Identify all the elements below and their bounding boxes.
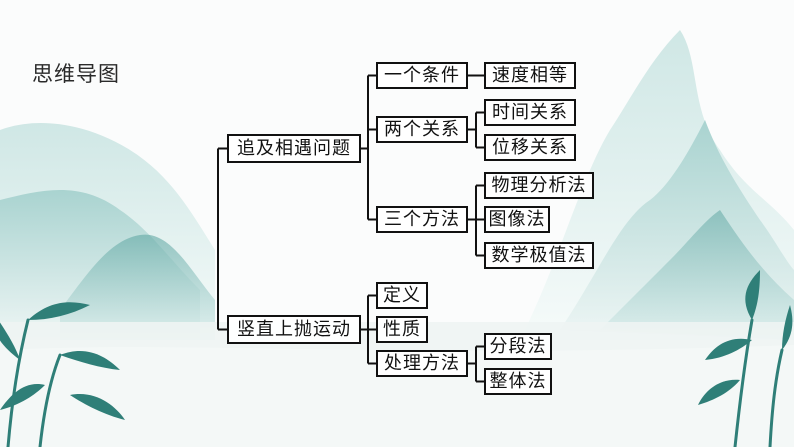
page-title: 思维导图 xyxy=(32,62,120,86)
node-l2-nature: 性质 xyxy=(376,316,428,343)
node-l2-definition: 定义 xyxy=(376,282,428,309)
water-line xyxy=(0,345,794,447)
node-l2-two-relations: 两个关系 xyxy=(376,116,468,143)
node-l3-equal-speed: 速度相等 xyxy=(484,62,576,89)
node-l2-three-methods: 三个方法 xyxy=(376,206,468,233)
node-l3-displacement-relation: 位移关系 xyxy=(484,134,576,161)
node-l1-vertical-throw: 竖直上抛运动 xyxy=(227,315,361,344)
node-l3-graph-method: 图像法 xyxy=(484,206,550,233)
node-l2-handling-method: 处理方法 xyxy=(376,350,468,377)
node-l3-segment-method: 分段法 xyxy=(484,333,552,360)
node-l1-pursuit: 追及相遇问题 xyxy=(227,134,361,163)
mountain-right-dark xyxy=(600,210,794,340)
node-l3-whole-method: 整体法 xyxy=(484,368,552,395)
node-l3-physics-analysis: 物理分析法 xyxy=(484,172,594,199)
mountain-left-dark xyxy=(60,234,215,340)
node-l3-math-extremum: 数学极值法 xyxy=(484,242,594,269)
bamboo-leaves-right xyxy=(698,270,793,405)
bamboo-right xyxy=(733,318,784,447)
bamboo-left xyxy=(6,318,62,447)
bamboo-leaves-left xyxy=(0,302,125,420)
node-l2-one-condition: 一个条件 xyxy=(376,62,468,89)
node-l3-time-relation: 时间关系 xyxy=(484,99,576,126)
